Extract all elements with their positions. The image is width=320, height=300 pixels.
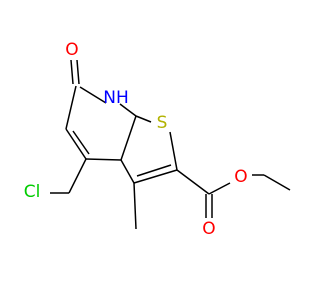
bond-c6-n7	[79, 86, 107, 104]
bond-c6-o	[70, 59, 74, 85]
bond-ethyl-ch2-ch3	[263, 174, 291, 191]
bond-c3-c3a	[120, 159, 135, 184]
bond-c5-c4-double	[72, 130, 90, 155]
bond-c3a-c7a	[120, 115, 137, 161]
atom-oxygen-ester-single: O	[234, 167, 247, 187]
atom-nitrogen-h: NH	[103, 88, 129, 108]
bonds	[50, 59, 291, 230]
atom-oxygen-carbonyl-ring: O	[65, 40, 78, 60]
bond-c2-c3	[133, 169, 178, 184]
bond-carbonyl-o-single	[208, 182, 231, 195]
atom-labels: O NH S Cl O O	[24, 40, 248, 239]
bond-c5-c4	[65, 128, 87, 160]
atom-chlorine: Cl	[24, 182, 41, 202]
bond-c7a-n7	[119, 103, 137, 117]
bond-c4-ch2	[68, 158, 87, 194]
bond-c7a-s	[135, 115, 152, 123]
atom-sulfur: S	[157, 113, 168, 133]
bond-c2-c3-double	[136, 164, 172, 177]
chemical-structure-diagram: O NH S Cl O O	[24, 40, 291, 239]
atom-oxygen-ester-double: O	[202, 219, 215, 239]
bond-c6-o-double	[76, 59, 80, 85]
bond-c6-c5	[65, 85, 77, 130]
bond-c4-c3a	[85, 158, 122, 161]
bond-c3-methyl	[133, 182, 137, 230]
bond-c2-carbonyl	[176, 169, 210, 195]
bond-s-c2	[169, 131, 178, 171]
